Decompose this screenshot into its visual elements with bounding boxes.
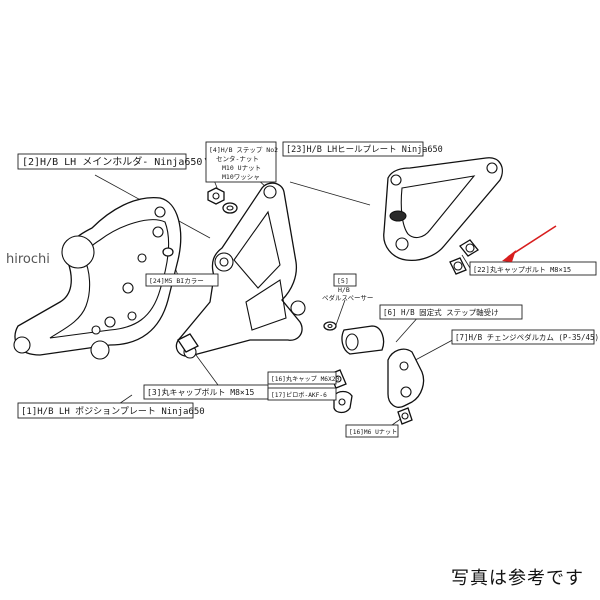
position-plate-part <box>13 196 182 360</box>
svg-text:[6] H/B 固定式 ステップ軸受け: [6] H/B 固定式 ステップ軸受け <box>383 307 499 317</box>
svg-text:H/B: H/B <box>338 286 350 294</box>
svg-text:M10 Uナット: M10 Uナット <box>222 164 261 172</box>
svg-text:[5]: [5] <box>337 277 349 285</box>
watermark-text: hirochi <box>6 252 50 267</box>
label-heel-plate: [23]H/B LHヒールプレート Ninja650 <box>282 141 443 157</box>
label-cap-bolt-16: [16]丸キャップ M6X20 <box>267 371 339 385</box>
svg-text:[16]M6 Uナット: [16]M6 Uナット <box>349 429 397 436</box>
change-cam-part <box>387 348 425 408</box>
label-position-plate: [1]H/B LH ポジションプレート Ninja650 <box>17 402 205 419</box>
label-m6-nut: [16]M6 Uナット <box>345 424 399 438</box>
label-main-holder: [2]H/B LH メインホルダ- Ninja650 <box>17 153 202 170</box>
label-cap-bolt-3: [3]丸キャップボルト M8×15 <box>143 384 269 400</box>
pointer-arrow <box>502 225 557 262</box>
cap-bolt-lower <box>177 333 199 353</box>
label-m5-collar: [24]M5 BIカラー <box>145 273 219 287</box>
svg-text:[4]H/B ステップ No2: [4]H/B ステップ No2 <box>209 146 278 154</box>
svg-text:[3]丸キャップボルト M8×15: [3]丸キャップボルト M8×15 <box>147 387 255 397</box>
svg-text:[22]丸キャップボルト M8×15: [22]丸キャップボルト M8×15 <box>473 265 571 274</box>
reference-photo-note: 写真は参考です <box>451 568 584 589</box>
label-fixed-step: [6] H/B 固定式 ステップ軸受け <box>379 304 523 320</box>
label-step-nut: [4]H/B ステップ No2 センタ-ナット M10 Uナット M10ワッシャ <box>205 141 278 183</box>
spacer-shaft-parts <box>323 321 385 355</box>
label-change-cam: [7]H/B チェンジペダルカム (P-35/45) <box>451 329 599 345</box>
svg-text:[23]H/B LHヒールプレート Ninja650: [23]H/B LHヒールプレート Ninja650 <box>286 145 443 155</box>
svg-text:[7]H/B チェンジペダルカム (P-35/45): [7]H/B チェンジペダルカム (P-35/45) <box>455 332 599 342</box>
svg-text:[1]H/B LH ポジションプレート Ninja650: [1]H/B LH ポジションプレート Ninja650 <box>21 406 205 417</box>
label-main-holder-text: [2]H/B LH メインホルダ- Ninja650 <box>22 155 202 168</box>
svg-text:M10ワッシャ: M10ワッシャ <box>222 173 260 181</box>
m5-collar-part <box>162 247 174 257</box>
svg-text:[17]ピロボ-AKF-6: [17]ピロボ-AKF-6 <box>271 391 327 399</box>
label-spacer: [5] H/B ペダルスペーサー <box>322 273 373 302</box>
label-pillow: [17]ピロボ-AKF-6 <box>267 387 337 401</box>
heel-plate-bolts <box>449 239 479 275</box>
svg-text:センタ-ナット: センタ-ナット <box>216 154 259 163</box>
svg-text:ペダルスペーサー: ペダルスペーサー <box>322 293 373 302</box>
pillow-ball-hardware <box>329 369 413 425</box>
nut-washer-part <box>207 187 238 214</box>
svg-text:[24]M5 BIカラー: [24]M5 BIカラー <box>149 277 204 285</box>
label-cap-bolt-22: [22]丸キャップボルト M8×15 <box>469 261 597 276</box>
svg-text:[16]丸キャップ M6X20: [16]丸キャップ M6X20 <box>271 375 339 383</box>
heel-plate-part <box>383 157 503 262</box>
main-holder-part <box>175 182 306 359</box>
